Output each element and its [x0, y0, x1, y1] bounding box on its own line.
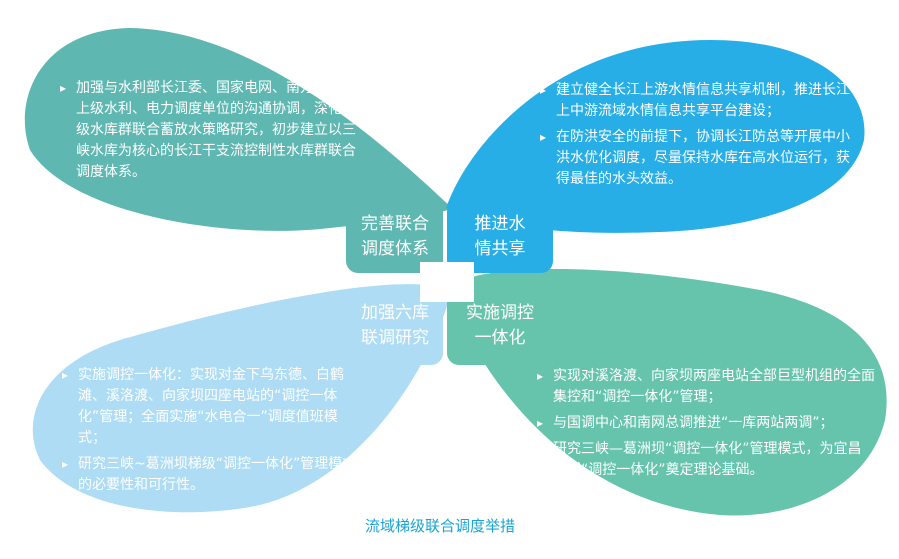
- center-label-bottom-left-line1: 加强六库: [361, 303, 429, 323]
- center-label-top-left-line2: 调度体系: [361, 239, 429, 259]
- panel-top-left: ▸ 加强与水利部长江委、国家电网、南方电网等上级水利、电力调度单位的沟通协调，深…: [58, 78, 358, 188]
- list-item: ▸ 研究三峡—葛洲坝“调控一体化”管理模式，为宜昌区域“调控一体化”奠定理论基础…: [535, 439, 875, 481]
- list-item: ▸ 建立健全长江上游水情信息共享机制，推进长江上中游流域水情信息共享平台建设；: [538, 80, 856, 122]
- panel-bottom-right-item-3: 研究三峡—葛洲坝“调控一体化”管理模式，为宜昌区域“调控一体化”奠定理论基础。: [553, 441, 862, 478]
- panel-top-right: ▸ 建立健全长江上游水情信息共享机制，推进长江上中游流域水情信息共享平台建设； …: [538, 80, 856, 195]
- panel-bottom-left-item-2: 研究三峡~葛洲坝梯级“调控一体化”管理模式的必要性和可行性。: [78, 456, 357, 493]
- panel-bottom-right-item-2: 与国调中心和南网总调推进“一库两站两调”；: [553, 415, 834, 431]
- center-gap: [420, 262, 474, 302]
- list-item: ▸ 加强与水利部长江委、国家电网、南方电网等上级水利、电力调度单位的沟通协调，深…: [58, 78, 358, 183]
- list-item: ▸ 实现对溪洛渡、向家坝两座电站全部巨型机组的全面集控和“调控一体化”管理；: [535, 366, 875, 408]
- list-item: ▸ 研究三峡~葛洲坝梯级“调控一体化”管理模式的必要性和可行性。: [60, 454, 360, 496]
- triangle-right-icon: ▸: [537, 416, 544, 430]
- petal-top-left: [24, 28, 453, 231]
- petal-bottom-right: [446, 269, 887, 516]
- triangle-right-icon: ▸: [540, 130, 547, 144]
- triangle-right-icon: ▸: [60, 81, 67, 95]
- diagram-caption: 流域梯级联合调度举措: [364, 517, 515, 535]
- triangle-right-icon: ▸: [537, 369, 544, 383]
- center-label-bottom-right-line2: 一体化: [475, 328, 526, 348]
- triangle-right-icon: ▸: [540, 83, 547, 97]
- panel-bottom-right-item-1: 实现对溪洛渡、向家坝两座电站全部巨型机组的全面集控和“调控一体化”管理；: [553, 368, 875, 405]
- triangle-right-icon: ▸: [62, 368, 69, 382]
- center-tile-top-left: [346, 200, 443, 273]
- panel-top-left-item-1: 加强与水利部长江委、国家电网、南方电网等上级水利、电力调度单位的沟通协调，深化梯…: [76, 80, 356, 180]
- list-item: ▸ 在防洪安全的前提下，协调长江防总等开展中小洪水优化调度，尽量保持水库在高水位…: [538, 127, 856, 190]
- list-item: ▸ 与国调中心和南网总调推进“一库两站两调”；: [535, 413, 875, 434]
- panel-top-right-item-1: 建立健全长江上游水情信息共享机制，推进长江上中游流域水情信息共享平台建设；: [556, 82, 850, 119]
- center-label-bottom-left-line2: 联调研究: [361, 328, 429, 348]
- panel-bottom-left-item-1: 实施调控一体化：实现对金下乌东德、白鹤滩、溪洛渡、向家坝四座电站的“调控一体化”…: [78, 367, 344, 446]
- center-label-bottom-right-line1: 实施调控: [466, 303, 534, 323]
- center-tile-top-right: [447, 200, 553, 273]
- center-tile-bottom-right: [447, 290, 553, 365]
- center-label-top-right-line2: 情共享: [475, 239, 526, 259]
- triangle-right-icon: ▸: [537, 442, 544, 456]
- center-tile-bottom-left: [346, 290, 443, 365]
- panel-top-right-item-2: 在防洪安全的前提下，协调长江防总等开展中小洪水优化调度，尽量保持水库在高水位运行…: [556, 129, 850, 187]
- center-label-top-right-line1: 推进水: [475, 214, 526, 234]
- list-item: ▸ 实施调控一体化：实现对金下乌东德、白鹤滩、溪洛渡、向家坝四座电站的“调控一体…: [60, 365, 360, 449]
- panel-bottom-left: ▸ 实施调控一体化：实现对金下乌东德、白鹤滩、溪洛渡、向家坝四座电站的“调控一体…: [60, 365, 360, 501]
- center-label-top-left-line1: 完善联合: [361, 214, 429, 234]
- triangle-right-icon: ▸: [62, 457, 69, 471]
- petal-top-right: [446, 40, 865, 233]
- panel-bottom-right: ▸ 实现对溪洛渡、向家坝两座电站全部巨型机组的全面集控和“调控一体化”管理； ▸…: [535, 366, 875, 486]
